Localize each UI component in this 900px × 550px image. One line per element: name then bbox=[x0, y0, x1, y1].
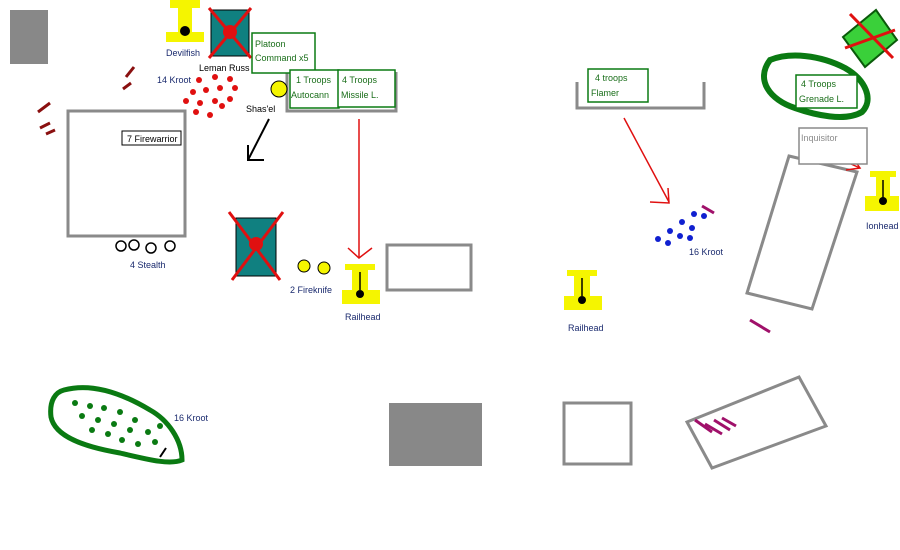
troops-autocann-label-1: 1 Troops bbox=[296, 75, 332, 85]
forest-top-right bbox=[761, 52, 871, 120]
leman-russ-label: Leman Russ bbox=[199, 63, 250, 73]
platoon-command-box bbox=[251, 32, 316, 74]
platoon-command-label-1: Platoon bbox=[255, 39, 286, 49]
troops-autocann-label-2: Autocann bbox=[291, 90, 329, 100]
railhead-left-label: Railhead bbox=[345, 312, 381, 322]
troops-grenade-label-1: 4 Troops bbox=[801, 79, 837, 89]
firewarrior-box bbox=[121, 130, 182, 146]
stealth-markers bbox=[115, 239, 176, 254]
missile-fire-arrow bbox=[347, 119, 373, 259]
scatter-units bbox=[37, 66, 771, 436]
kroot-squad-red bbox=[183, 74, 238, 118]
kroot-squad-blue bbox=[655, 211, 707, 246]
kroot-squad-green bbox=[72, 400, 163, 447]
troops-autocann-box bbox=[289, 69, 340, 109]
building-bottom-mid bbox=[562, 401, 633, 466]
shasel-marker bbox=[270, 80, 288, 98]
firewarrior-label: 7 Firewarrior bbox=[127, 134, 178, 144]
railhead-left-icon bbox=[342, 264, 380, 304]
ionhead-icon bbox=[865, 171, 899, 211]
kroot-marker-line bbox=[159, 447, 167, 458]
troops-grenade-label-2: Grenade L. bbox=[799, 94, 844, 104]
shasel-label: Shas'el bbox=[246, 104, 275, 114]
building-mid bbox=[385, 243, 473, 292]
ionhead-label: Ionhead bbox=[866, 221, 899, 231]
fireknife-marker-2 bbox=[317, 261, 331, 275]
platoon-command-label-2: Command x5 bbox=[255, 53, 309, 63]
vehicle-destroyed-top bbox=[207, 7, 253, 59]
fireknife-marker-1 bbox=[297, 259, 311, 273]
building-bottom-right bbox=[684, 375, 829, 470]
vehicle-destroyed-mid bbox=[227, 211, 285, 281]
flamer-move-arrow bbox=[623, 117, 670, 204]
stealth-label: 4 Stealth bbox=[130, 260, 166, 270]
terrain-block-bottom-center bbox=[389, 403, 482, 466]
building-right-tilted bbox=[745, 154, 859, 311]
troops-flamer-label-2: Flamer bbox=[591, 88, 619, 98]
railhead-mid-icon bbox=[564, 270, 602, 310]
troops-grenade-box bbox=[795, 74, 858, 109]
kroot-16-blue-label: 16 Kroot bbox=[689, 247, 724, 257]
troops-missile-box bbox=[337, 69, 396, 108]
inquisitor-box bbox=[798, 127, 868, 165]
shasel-move-arrow bbox=[247, 118, 270, 161]
devilfish-label: Devilfish bbox=[166, 48, 200, 58]
devilfish-icon bbox=[166, 0, 204, 42]
troops-missile-label-2: Missile L. bbox=[341, 90, 379, 100]
inquisitor-label: Inquisitor bbox=[801, 133, 838, 143]
trench-right bbox=[575, 82, 706, 110]
forest-bottom-left bbox=[48, 385, 185, 465]
kroot-14-label: 14 Kroot bbox=[157, 75, 192, 85]
terrain-block-top-left bbox=[10, 10, 48, 64]
fireknife-label: 2 Fireknife bbox=[290, 285, 332, 295]
railhead-mid-label: Railhead bbox=[568, 323, 604, 333]
troops-missile-label-1: 4 Troops bbox=[342, 75, 378, 85]
troops-flamer-box bbox=[587, 68, 649, 103]
troops-flamer-label-1: 4 troops bbox=[595, 73, 628, 83]
building-firewarrior bbox=[66, 109, 187, 238]
kroot-16-green-label: 16 Kroot bbox=[174, 413, 209, 423]
vehicle-destroyed-green bbox=[841, 8, 899, 69]
